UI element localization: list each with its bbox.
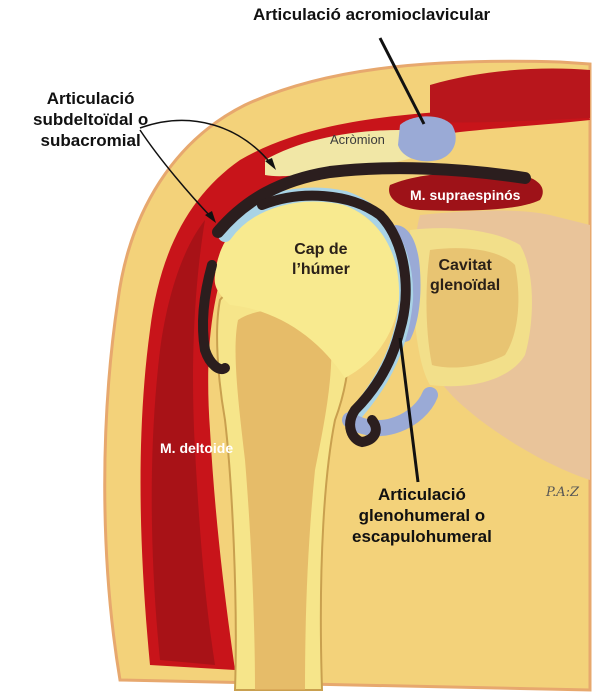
label-glenohumeral-line2: glenohumeral o bbox=[358, 506, 486, 525]
arrowhead-lower bbox=[205, 211, 216, 223]
arrowhead-upper bbox=[265, 158, 276, 170]
label-humeral-head-line2: l’húmer bbox=[292, 261, 350, 278]
label-deltoid: M. deltoide bbox=[160, 440, 234, 456]
acromioclavicular-pointer bbox=[378, 37, 426, 125]
artist-signature: P.A:Z bbox=[546, 485, 580, 500]
label-subdeltoidal-line1: Articulació bbox=[46, 89, 135, 108]
deltoid-shading bbox=[151, 220, 215, 665]
label-glenohumeral: Articulació glenohumeral o escapulohumer… bbox=[352, 484, 492, 547]
label-subdeltoidal-line2: subdeltoïdal o bbox=[33, 110, 149, 129]
supraspinatus-muscle bbox=[389, 172, 543, 211]
acromion-bone bbox=[265, 130, 429, 177]
label-supraspinatus: M. supraespinós bbox=[410, 187, 521, 203]
label-subdeltoidal-line3: subacromial bbox=[40, 131, 141, 150]
subdeltoidal-arrow-lower bbox=[139, 129, 213, 219]
label-acromion: Acròmion bbox=[330, 132, 385, 147]
humerus-marrow bbox=[235, 309, 332, 690]
trapezius-bundle bbox=[430, 68, 590, 123]
acromioclavicular-cartilage bbox=[398, 116, 456, 162]
label-glenoid-line1: Cavitat bbox=[438, 257, 492, 274]
label-humeral-head-line1: Cap de bbox=[294, 241, 348, 258]
glenoid-marrow bbox=[426, 248, 519, 368]
label-glenoid: Cavitat glenoïdal bbox=[430, 256, 500, 296]
label-subdeltoidal: Articulació subdeltoïdal o subacromial bbox=[33, 88, 148, 151]
label-humeral-head: Cap de l’húmer bbox=[292, 240, 350, 280]
label-glenohumeral-line1: Articulació bbox=[377, 485, 466, 504]
subacromial-bursa bbox=[212, 162, 531, 238]
subdeltoid-bursa bbox=[197, 260, 230, 374]
label-glenohumeral-line3: escapulohumeral bbox=[352, 527, 492, 546]
label-glenoid-line2: glenoïdal bbox=[430, 277, 501, 294]
glenohumeral-pointer bbox=[398, 337, 420, 483]
humeral-head bbox=[214, 197, 400, 378]
subdeltoidal-arrow-upper bbox=[139, 119, 273, 166]
glenohumeral-synovial bbox=[257, 190, 411, 448]
joint-capsule-lower bbox=[342, 387, 438, 437]
label-acromioclavicular: Articulació acromioclavicular bbox=[253, 5, 491, 24]
